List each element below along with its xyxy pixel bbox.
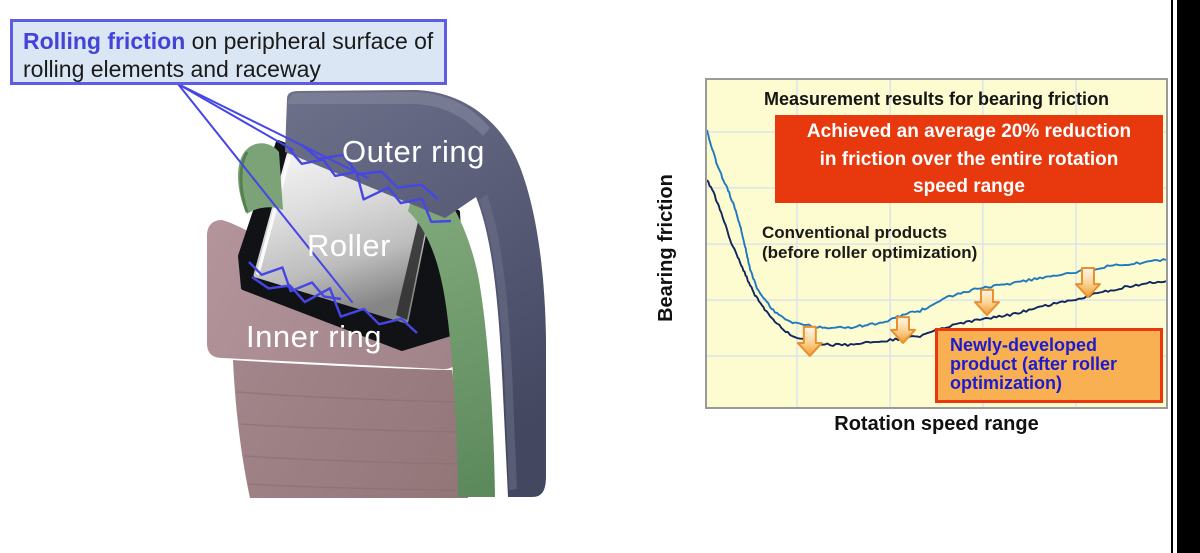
- new-product-label-line2: product (after roller: [950, 354, 1118, 374]
- reduction-highlight-line1: Achieved an average 20% reduction: [806, 121, 1132, 142]
- friction-chart-plot-area: Measurement results for bearing friction…: [705, 78, 1168, 409]
- reduction-highlight-line2: in friction over the entire rotation: [819, 148, 1119, 170]
- outer-ring-label: Outer ring: [342, 134, 485, 169]
- callout-line2-text: rolling elements and raceway: [23, 56, 321, 82]
- new-product-label-line3: optimization): [950, 373, 1062, 393]
- conventional-series-label: Conventional products (before roller opt…: [762, 223, 977, 263]
- chart-y-axis-label: Bearing friction: [655, 174, 677, 322]
- roller-label: Roller: [307, 228, 391, 263]
- callout-line1-text: on peripheral surface of: [185, 28, 434, 54]
- conventional-series-label-line2: (before roller optimization): [762, 243, 978, 262]
- reduction-arrow-icon: [889, 316, 916, 344]
- bearing-cutaway-figure: Outer ring Roller Inner ring: [177, 83, 546, 498]
- cage-tab-shade: [239, 151, 249, 213]
- callout-highlight-text: Rolling friction: [23, 28, 186, 54]
- roller-left-highlight: [256, 156, 291, 275]
- roller-end-band: [396, 209, 429, 320]
- friction-zigzag-marks: [248, 144, 452, 334]
- outer-ring: [285, 90, 546, 497]
- conventional-series-label-line1: Conventional products: [762, 223, 948, 242]
- reduction-arrow-icon: [796, 325, 823, 357]
- inner-ring-body-streaks: [236, 391, 468, 491]
- reduction-highlight-box: Achieved an average 20% reduction in fri…: [775, 115, 1163, 203]
- reduction-arrow-icon: [1074, 267, 1101, 299]
- new-product-label-line1: Newly-developed: [950, 335, 1098, 355]
- inner-ring-label: Inner ring: [246, 319, 382, 354]
- chart-x-axis-label: Rotation speed range: [834, 413, 1039, 435]
- right-edge-black-bar: [1177, 0, 1200, 553]
- callout-leader-lines: [177, 83, 369, 303]
- outer-ring-bore-strip: [479, 194, 517, 490]
- cage-right-band: [408, 168, 495, 497]
- cage-tab: [237, 143, 283, 214]
- rolling-friction-callout: Rolling friction on peripheral surface o…: [10, 19, 447, 85]
- right-edge-rule: [1171, 0, 1173, 553]
- reduction-arrow-icon: [973, 288, 1000, 317]
- chart-title: Measurement results for bearing friction: [763, 89, 1110, 109]
- new-product-label-box: Newly-developed product (after roller op…: [935, 328, 1163, 403]
- reduction-highlight-line3: speed range: [913, 176, 1025, 197]
- outer-ring-top-highlight: [288, 92, 490, 136]
